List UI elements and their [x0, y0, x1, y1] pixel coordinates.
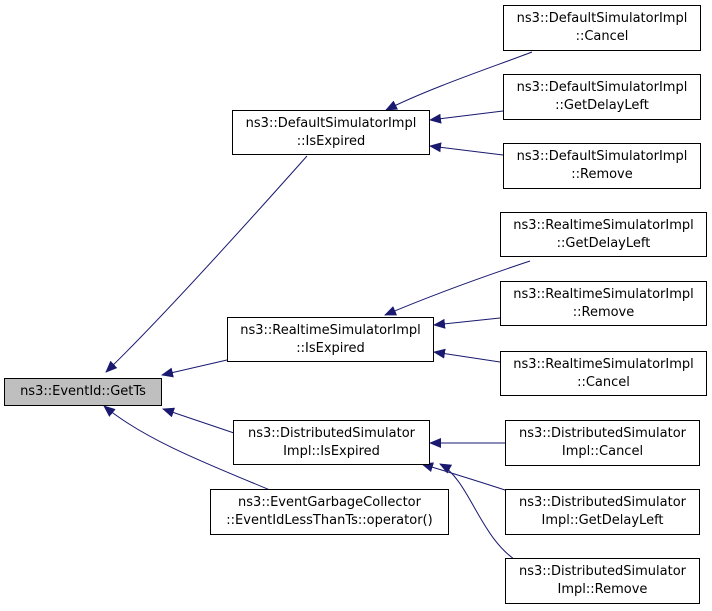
- node-label-line1: ns3::DistributedSimulator: [247, 425, 416, 441]
- edge-realtime-remove-to-realtime-isexpired: [433, 317, 501, 329]
- node-label-line1: ns3::RealtimeSimulatorImpl: [513, 356, 694, 372]
- node-label-line2: Impl::GetDelayLeft: [541, 513, 664, 528]
- node-label-line2: ::Remove: [572, 304, 635, 320]
- node-default-cancel[interactable]: ns3::DefaultSimulatorImpl ::Cancel: [503, 5, 701, 51]
- edge-default-cancel-to-default-isexpired: [385, 51, 533, 111]
- node-label-line1: ns3::DefaultSimulatorImpl: [245, 115, 417, 131]
- node-label-line1: ns3::DefaultSimulatorImpl: [516, 11, 688, 26]
- node-label-line1: ns3::DefaultSimulatorImpl: [516, 80, 688, 95]
- node-label-line2: ::IsExpired: [296, 133, 366, 149]
- node-label-line1: ns3::RealtimeSimulatorImpl: [513, 217, 694, 233]
- node-default-getdelayleft[interactable]: ns3::DefaultSimulatorImpl ::GetDelayLeft: [503, 74, 701, 120]
- edge-default-isexpired-to-root: [105, 155, 308, 373]
- node-label-line2: Impl::Remove: [557, 582, 648, 597]
- node-label-line1: ns3::RealtimeSimulatorImpl: [513, 286, 694, 302]
- node-label-line2: ::EventIdLessThanTs::operator(): [226, 513, 433, 528]
- node-label-line2: ::Cancel: [577, 374, 630, 390]
- node-label-line1: ns3::DistributedSimulator: [518, 564, 687, 579]
- node-label: ns3::EventId::GetTs: [20, 384, 146, 399]
- edge-default-getdelayleft-to-default-isexpired: [429, 110, 504, 124]
- edge-distributed-isexpired-to-root: [162, 407, 235, 434]
- node-label-line2: Impl::IsExpired: [283, 443, 380, 459]
- node-distributed-getdelayleft[interactable]: ns3::DistributedSimulator Impl::GetDelay…: [505, 489, 700, 535]
- node-realtime-remove[interactable]: ns3::RealtimeSimulatorImpl ::Remove: [500, 281, 707, 326]
- node-distributed-remove[interactable]: ns3::DistributedSimulator Impl::Remove: [505, 558, 700, 604]
- node-label-line1: ns3::RealtimeSimulatorImpl: [240, 322, 421, 338]
- node-label-line2: ::IsExpired: [296, 340, 365, 356]
- node-gc-operator[interactable]: ns3::EventGarbageCollector ::EventIdLess…: [210, 489, 449, 535]
- node-label-line1: ns3::DistributedSimulator: [518, 426, 687, 441]
- edge-realtime-isexpired-to-root: [161, 359, 228, 378]
- edge-default-remove-to-default-isexpired: [429, 142, 504, 156]
- edge-gc-operator-to-root: [103, 405, 271, 491]
- node-eventid-getts[interactable]: ns3::EventId::GetTs: [4, 378, 162, 406]
- edge-distributed-remove-to-distributed-isexpired: [439, 463, 521, 564]
- node-distributed-cancel[interactable]: ns3::DistributedSimulator Impl::Cancel: [505, 420, 700, 466]
- edge-realtime-cancel-to-realtime-isexpired: [433, 348, 501, 363]
- node-label-line1: ns3::DistributedSimulator: [518, 495, 687, 510]
- node-realtime-isexpired[interactable]: ns3::RealtimeSimulatorImpl ::IsExpired: [227, 317, 434, 362]
- node-realtime-cancel[interactable]: ns3::RealtimeSimulatorImpl ::Cancel: [500, 351, 707, 396]
- node-label-line2: ::Remove: [571, 167, 633, 182]
- edge-realtime-getdelayleft-to-realtime-isexpired: [384, 260, 531, 316]
- node-label-line2: ::GetDelayLeft: [555, 98, 649, 113]
- node-realtime-getdelayleft[interactable]: ns3::RealtimeSimulatorImpl ::GetDelayLef…: [500, 212, 707, 257]
- node-label-line1: ns3::EventGarbageCollector: [238, 495, 421, 510]
- node-label-line2: ::Cancel: [575, 29, 629, 44]
- node-default-isexpired[interactable]: ns3::DefaultSimulatorImpl ::IsExpired: [232, 110, 430, 155]
- node-label-line2: ::GetDelayLeft: [556, 235, 651, 251]
- edge-distributed-getdelayleft-to-distributed-isexpired: [421, 462, 512, 493]
- node-label-line1: ns3::DefaultSimulatorImpl: [516, 149, 688, 164]
- node-distributed-isexpired[interactable]: ns3::DistributedSimulator Impl::IsExpire…: [233, 420, 430, 465]
- node-default-remove[interactable]: ns3::DefaultSimulatorImpl ::Remove: [503, 143, 701, 189]
- node-label-line2: Impl::Cancel: [561, 444, 644, 459]
